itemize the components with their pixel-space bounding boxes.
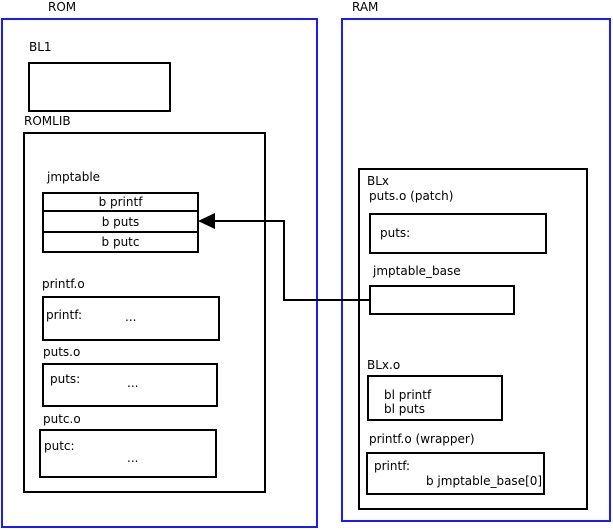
blx-o-instruction-2: bl puts	[384, 402, 425, 416]
blx-o-label: BLx.o	[367, 358, 401, 372]
jmptable-entry-puts: b puts	[42, 210, 199, 233]
printf-wrapper-symbol: printf:	[374, 459, 411, 473]
putc-body-ellipsis: ...	[127, 451, 139, 465]
ram-frame	[341, 18, 611, 522]
printf-symbol: printf:	[46, 308, 83, 322]
connector-vertical-segment	[283, 220, 285, 301]
connector-arrowhead-icon	[198, 213, 215, 229]
blx-o-box: bl printf bl puts	[367, 375, 503, 421]
blx-o-instruction-1: bl printf	[384, 388, 432, 402]
romlib-label: ROMLIB	[24, 114, 71, 128]
jmptable-entry-putc: b putc	[42, 231, 199, 253]
printf-o-label: printf.o	[42, 277, 85, 291]
bl1-box	[28, 62, 171, 112]
ram-title: RAM	[352, 0, 379, 14]
printf-wrapper-label: printf.o (wrapper)	[369, 432, 475, 446]
connector-lower-segment	[283, 299, 369, 301]
bl1-label: BL1	[29, 40, 52, 54]
jmptable-base-label: jmptable_base	[373, 264, 461, 278]
printf-body-ellipsis: ...	[125, 310, 137, 324]
printf-wrapper-box: printf: b jmptable_base[0]	[366, 452, 545, 495]
rom-title: ROM	[48, 0, 77, 14]
puts-symbol: puts:	[50, 372, 81, 386]
jmptable-entry-printf: b printf	[42, 192, 199, 212]
jmptable-entry-printf-text: b printf	[98, 195, 143, 209]
jmptable-entry-puts-text: b puts	[101, 215, 140, 229]
puts-o-label: puts.o	[43, 345, 81, 359]
putc-symbol: putc:	[44, 439, 75, 453]
blx-label: BLx	[367, 174, 390, 188]
connector-upper-segment	[212, 220, 284, 222]
puts-o-box: puts: ...	[42, 363, 218, 407]
puts-patch-box: puts:	[369, 213, 547, 254]
jmptable-label: jmptable	[47, 170, 101, 184]
printf-o-box: printf: ...	[42, 296, 220, 341]
rom-frame	[1, 18, 318, 528]
puts-patch-symbol: puts:	[380, 226, 411, 240]
putc-o-box: putc: ...	[39, 429, 217, 478]
jmptable-base-box	[369, 285, 515, 315]
jmptable-entry-putc-text: b putc	[101, 235, 140, 249]
printf-wrapper-instruction: b jmptable_base[0]	[426, 474, 543, 488]
putc-o-label: putc.o	[43, 412, 81, 426]
puts-body-ellipsis: ...	[127, 376, 139, 390]
puts-patch-label: puts.o (patch)	[369, 189, 454, 203]
